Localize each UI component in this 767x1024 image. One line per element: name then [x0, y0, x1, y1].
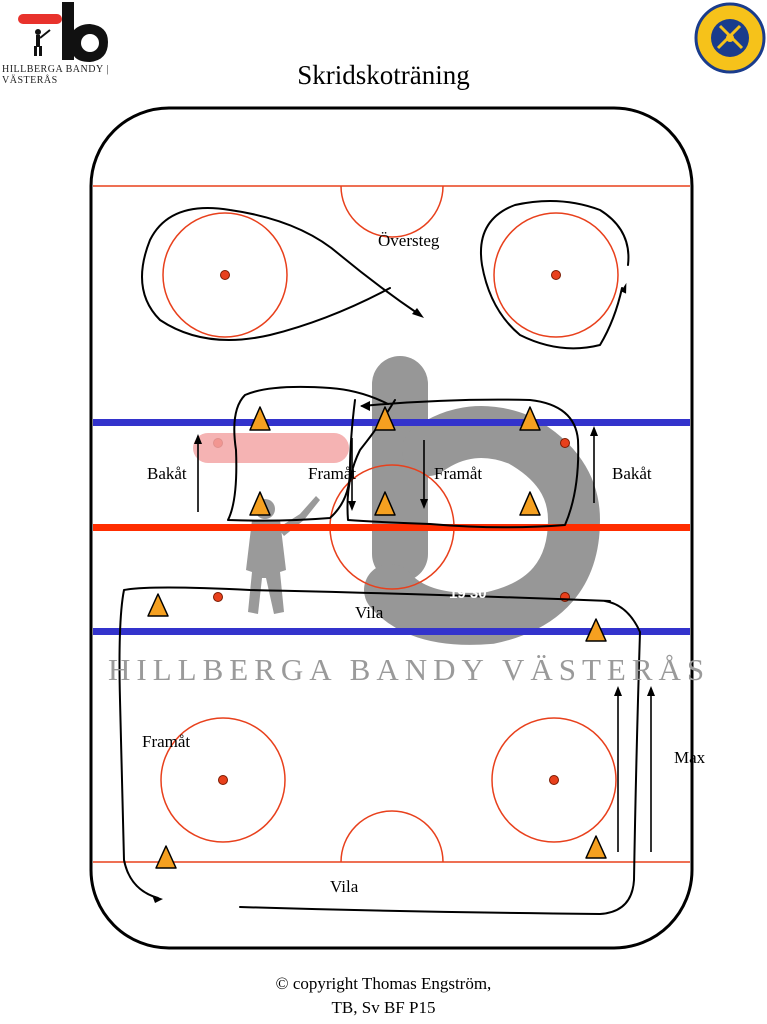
label-vila-mid: Vila	[355, 603, 384, 622]
cone	[147, 593, 169, 617]
faceoff-dot	[551, 270, 561, 280]
faceoff-dot	[549, 775, 559, 785]
faceoff-dot	[220, 270, 230, 280]
copyright-footer: © copyright Thomas Engström, TB, Sv BF P…	[0, 972, 767, 1020]
drill-arrows	[197, 432, 652, 852]
watermark-b-logo	[364, 356, 601, 645]
faceoff-circle-bottom-left	[160, 717, 286, 843]
drill-path-lower-right	[239, 600, 641, 915]
logo-caption: HILLBERGA BANDY | VÄSTERÅS	[2, 64, 109, 86]
crease-bottom	[340, 810, 444, 863]
label-max: Max	[674, 748, 706, 767]
drill-path-left-loop	[227, 385, 389, 522]
cones	[147, 406, 607, 869]
faceoff-dot	[213, 592, 223, 602]
faceoff-circle-top-right	[493, 212, 619, 338]
footer-line-1: © copyright Thomas Engström,	[275, 974, 492, 993]
faceoff-circle-top-left	[162, 212, 288, 338]
arrow-heads	[152, 282, 655, 903]
label-bakat-right: Bakåt	[612, 464, 652, 483]
blue-line-bottom	[93, 628, 690, 635]
cone	[585, 618, 607, 642]
svenska-bandyforbundet-logo	[690, 0, 767, 80]
cone	[519, 491, 541, 516]
drill-path-top-right	[480, 200, 630, 350]
label-vila-bottom: Vila	[330, 877, 359, 896]
cone	[155, 845, 177, 869]
faceoff-dot	[218, 775, 228, 785]
watermark-highlight-bar	[193, 433, 349, 463]
cone	[374, 491, 396, 516]
label-framat-right: Framåt	[434, 464, 483, 483]
faceoff-circle-bottom-right	[491, 717, 617, 843]
hillberga-bandy-logo: HILLBERGA BANDY | VÄSTERÅS	[0, 0, 140, 86]
watermark-year: 19 30	[449, 585, 487, 602]
cone	[249, 491, 271, 516]
label-framat-lower: Framåt	[142, 732, 191, 751]
cone	[249, 406, 271, 431]
watermark-club-name: HILLBERGA BANDY VÄSTERÅS	[108, 652, 711, 687]
drill-path-lower-left	[118, 586, 611, 899]
faceoff-dot	[560, 438, 570, 448]
drill-path-oversteg	[141, 207, 421, 341]
footer-line-2: TB, Sv BF P15	[331, 998, 436, 1017]
cone	[585, 835, 607, 859]
page-title: Skridskoträning	[297, 60, 470, 90]
cone	[374, 406, 396, 431]
label-framat-left: Framåt	[308, 464, 357, 483]
label-bakat-left: Bakåt	[147, 464, 187, 483]
rink-boards	[89, 106, 694, 950]
cone	[519, 406, 541, 431]
label-oversteg: Översteg	[378, 231, 440, 250]
crease-top	[340, 185, 444, 238]
center-line	[93, 524, 690, 531]
